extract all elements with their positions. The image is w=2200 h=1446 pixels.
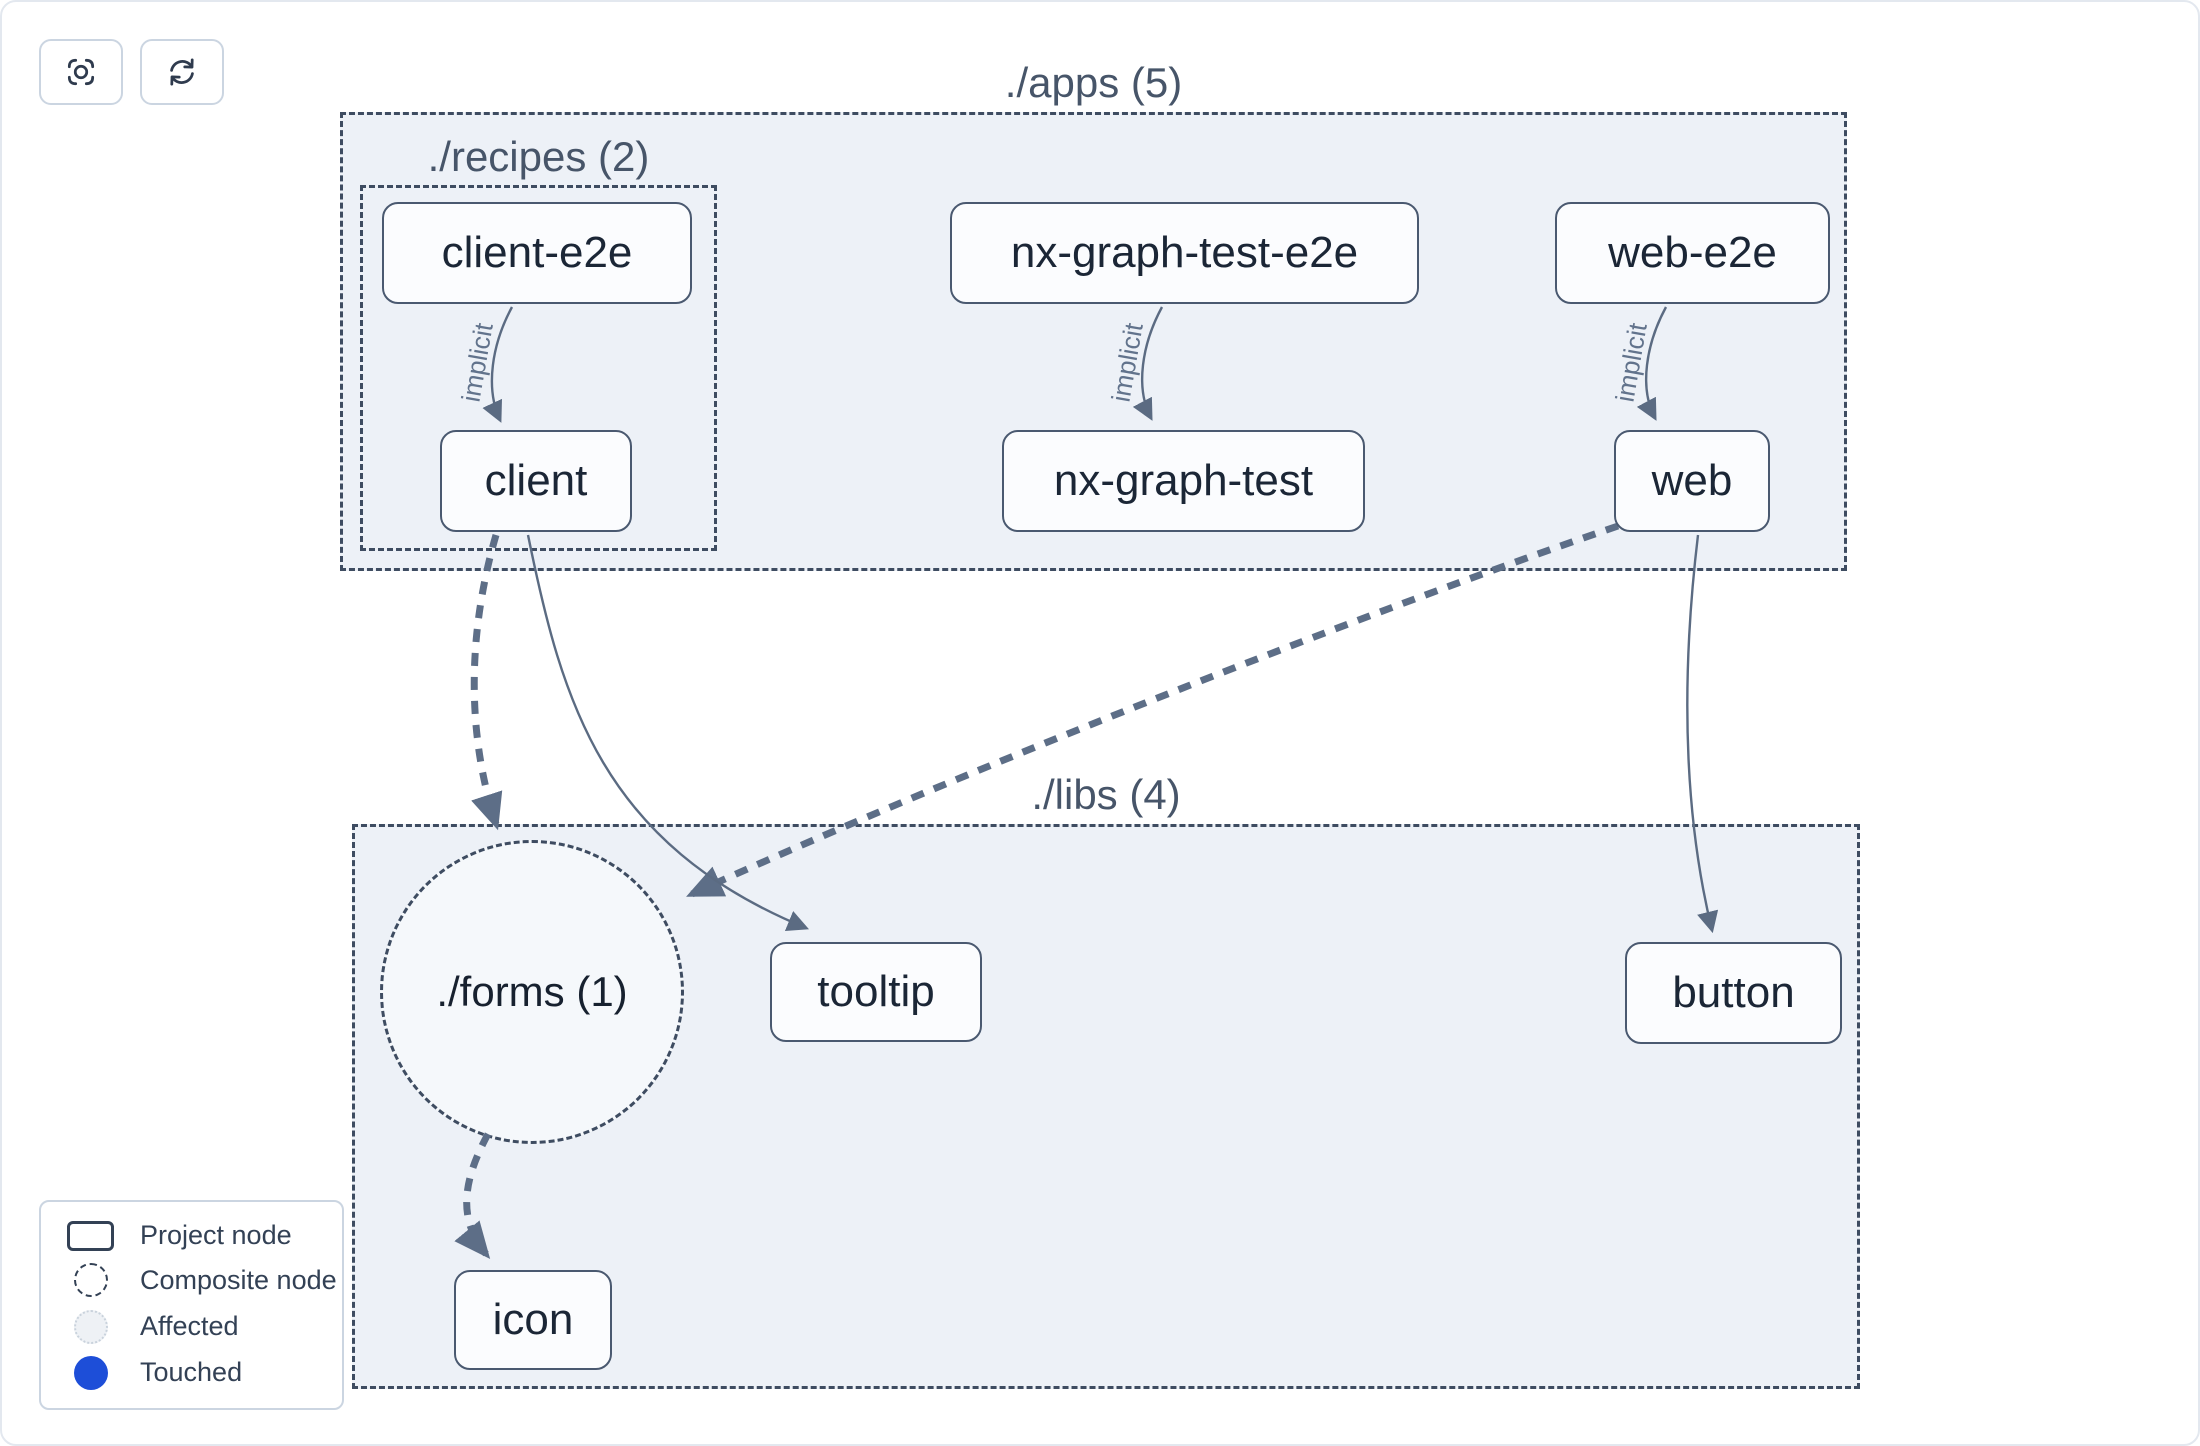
group-libs-label: ./libs (4)	[1031, 771, 1181, 818]
composite-node-forms-label: ./forms (1)	[436, 968, 628, 1015]
edge-web-to-button[interactable]	[1686, 534, 1719, 934]
edge-web-e2e-to-web[interactable]	[1636, 306, 1668, 421]
group-apps-label: ./apps (5)	[1004, 59, 1183, 106]
edge-client-to-forms[interactable]	[470, 534, 503, 831]
swatch-wrap	[67, 1309, 114, 1344]
composite-node-swatch	[73, 1263, 108, 1298]
graph-toolbar	[39, 39, 224, 105]
legend-item-project-node: Project node	[41, 1220, 342, 1251]
refresh-button[interactable]	[140, 39, 224, 105]
node-button[interactable]: button	[1625, 942, 1842, 1044]
edge-nx-graph-test-e2e-to-nx-graph-test[interactable]	[1132, 306, 1164, 421]
focus-center-icon	[67, 58, 95, 86]
composite-node-forms[interactable]: ./forms (1)	[380, 840, 684, 1144]
legend-label: Affected	[140, 1311, 239, 1342]
touched-swatch	[73, 1355, 108, 1390]
group-recipes-label: ./recipes (2)	[427, 133, 650, 180]
edge-client-e2e-to-client[interactable]	[482, 306, 514, 423]
node-client[interactable]: client	[440, 430, 632, 532]
node-web[interactable]: web	[1614, 430, 1770, 532]
node-web-e2e[interactable]: web-e2e	[1555, 202, 1830, 304]
swatch-wrap	[67, 1263, 114, 1298]
refresh-icon	[170, 58, 194, 86]
legend: Project node Composite node Affected Tou…	[39, 1200, 344, 1410]
affected-swatch	[73, 1309, 108, 1344]
project-node-swatch	[67, 1220, 114, 1251]
node-client-e2e[interactable]: client-e2e	[382, 202, 692, 304]
legend-item-composite-node: Composite node	[41, 1263, 342, 1298]
legend-label: Composite node	[140, 1264, 337, 1295]
legend-label: Touched	[140, 1357, 243, 1388]
legend-item-touched: Touched	[41, 1355, 342, 1390]
node-icon[interactable]: icon	[454, 1270, 612, 1370]
edge-forms-to-icon[interactable]	[454, 1132, 492, 1260]
edge-web-to-forms[interactable]	[686, 522, 1620, 898]
node-nx-graph-test[interactable]: nx-graph-test	[1002, 430, 1365, 532]
node-tooltip[interactable]: tooltip	[770, 942, 982, 1042]
swatch-wrap	[67, 1355, 114, 1390]
focus-button[interactable]	[39, 39, 123, 105]
legend-label: Project node	[140, 1220, 292, 1251]
edge-client-to-tooltip[interactable]	[526, 534, 809, 931]
legend-item-affected: Affected	[41, 1309, 342, 1344]
group-recipes[interactable]: ./recipes (2)	[360, 133, 717, 551]
node-nx-graph-test-e2e[interactable]: nx-graph-test-e2e	[950, 202, 1419, 304]
